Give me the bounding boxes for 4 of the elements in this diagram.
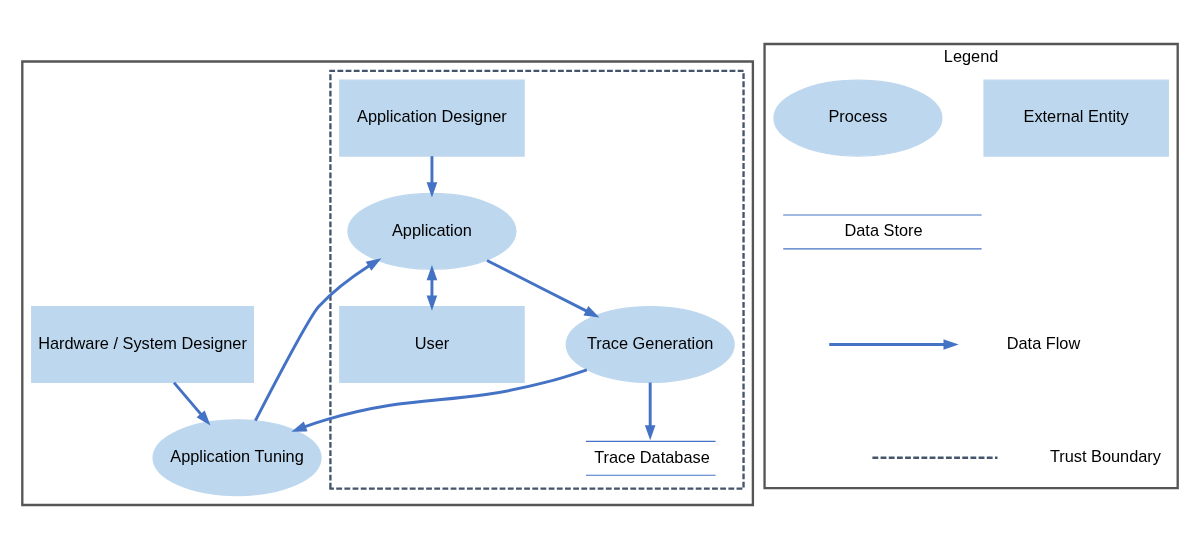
node-text: Trace Database — [594, 447, 710, 466]
legend-label: Data Flow — [1006, 333, 1081, 352]
legend-label: Trust Boundary — [1049, 446, 1161, 465]
legend-label: Data Store — [844, 220, 923, 239]
